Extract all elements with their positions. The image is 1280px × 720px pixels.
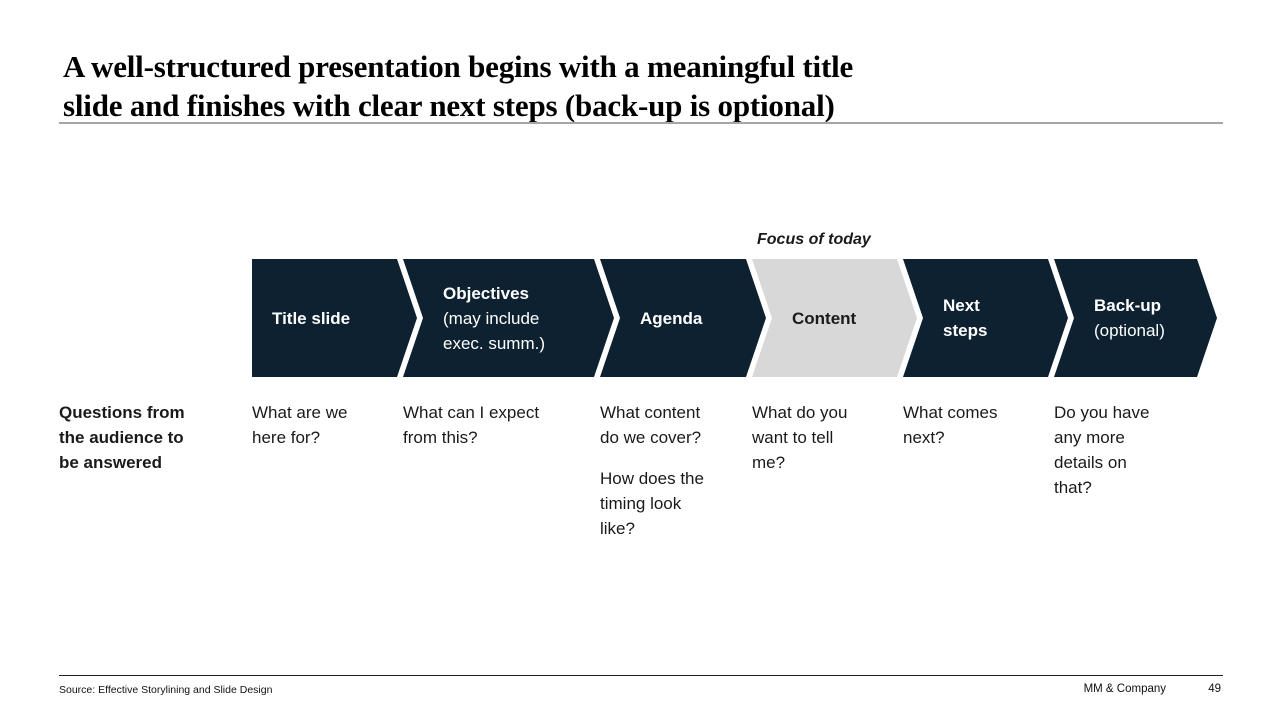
chevron-step-back-up: Back-up (optional) [1054, 259, 1217, 377]
step-label: Back-up [1094, 296, 1162, 315]
chevron-step-next-steps: Next steps [903, 259, 1068, 377]
question-text: What can I expect from this? [403, 403, 540, 447]
question-col-next-steps: What comes next? [903, 400, 1038, 450]
footer-divider [59, 675, 1223, 676]
question-col-agenda: What content do we cover? How does the t… [600, 400, 745, 541]
step-label: Content [792, 308, 857, 328]
chevron-step-content: Content [752, 259, 917, 377]
step-label: Title slide [272, 308, 351, 328]
question-text: Do you have any more details on that? [1054, 403, 1150, 497]
chevron-step-agenda: Agenda [600, 259, 766, 377]
step-label: Objectives [443, 283, 529, 303]
question-text: What are we here for? [252, 403, 348, 447]
question-text: How does the timing look like? [600, 469, 704, 538]
company-name: MM & Company [1083, 683, 1166, 695]
slide-title: A well-structured presentation begins wi… [63, 48, 854, 123]
step-sublabel: (may include exec. summ.) [443, 308, 546, 353]
question-col-objectives: What can I expect from this? [403, 400, 583, 450]
chevron-step-title-slide: Title slide [252, 259, 417, 377]
question-col-title-slide: What are we here for? [252, 400, 397, 450]
step-sublabel: (optional) [1094, 321, 1165, 340]
question-text: What content do we cover? [600, 403, 702, 447]
source-text: Source: Effective Storylining and Slide … [59, 684, 273, 696]
question-text: What do you want to tell me? [752, 403, 848, 472]
question-col-back-up: Do you have any more details on that? [1054, 400, 1184, 500]
process-chevron-band: Title slide Objectives (may include exec… [0, 259, 1280, 377]
chevron-step-objectives: Objectives (may include exec. summ.) [403, 259, 614, 377]
page-number: 49 [1208, 683, 1221, 695]
step-label: Agenda [640, 308, 703, 328]
question-text: What comes next? [903, 403, 998, 447]
step-label: Next steps [943, 296, 988, 340]
questions-row-label: Questions from the audience to be answer… [59, 403, 185, 472]
focus-of-today-label: Focus of today [757, 231, 871, 248]
question-col-content: What do you want to tell me? [752, 400, 887, 475]
title-divider [59, 122, 1223, 124]
